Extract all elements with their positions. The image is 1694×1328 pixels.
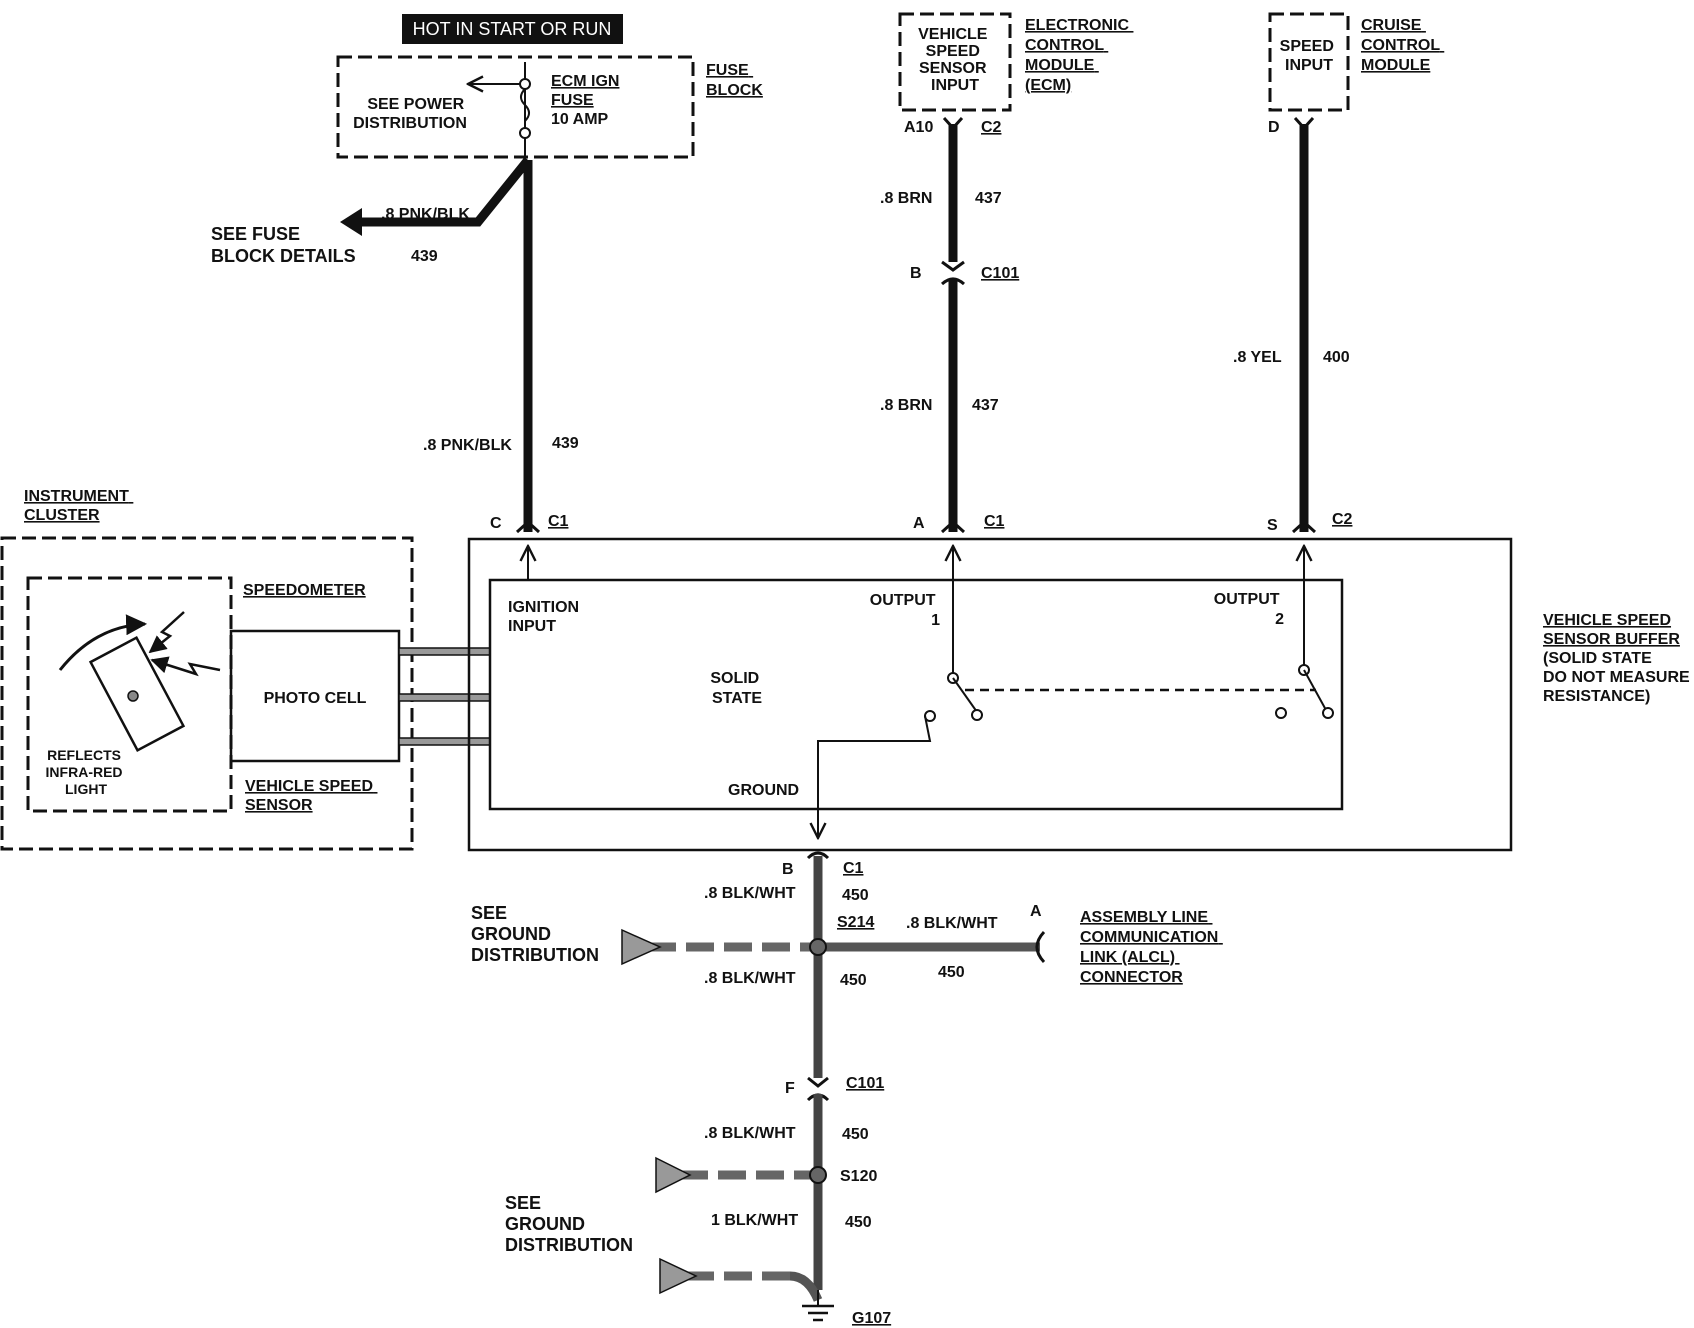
output-1-label: OUTPUT 1	[870, 592, 940, 629]
svg-text:HOT IN START OR RUN: HOT IN START OR RUN	[413, 19, 612, 39]
c1-connector-label-c: C1	[548, 513, 569, 530]
output-switches	[818, 546, 1334, 838]
pnk-blk-branch-wire	[362, 157, 532, 227]
c2-connector-label-s: C2	[1332, 511, 1353, 528]
see-power-distribution-label: SEE POWER DISTRIBUTION	[353, 96, 469, 132]
vss-buffer-title: VEHICLE SPEED SENSOR BUFFER (SOLID STATE…	[1543, 612, 1694, 705]
alcl-wire-color: .8 BLK/WHT	[906, 915, 998, 932]
brn-lower-circuit: 437	[972, 397, 999, 414]
solid-state-label: SOLID STATE	[710, 670, 763, 707]
yel-wire-color: .8 YEL	[1233, 349, 1282, 366]
speedometer-boundary	[26, 576, 233, 813]
c1-connector-label-a: C1	[984, 513, 1005, 530]
s120-label: S120	[840, 1168, 877, 1185]
pin-a-label: A	[913, 515, 925, 532]
c101-lower-label: C101	[846, 1075, 884, 1092]
ground-path	[818, 715, 932, 838]
ground-distribution-arrow-2	[655, 1156, 692, 1194]
speedometer-label: SPEEDOMETER	[243, 582, 366, 599]
pin-c-label: C	[490, 515, 502, 532]
see-fuse-block-details: SEE FUSE BLOCK DETAILS	[211, 224, 356, 266]
see-ground-distribution-2: SEE GROUND DISTRIBUTION	[505, 1193, 633, 1255]
branch-wire-color: .8 PNK/BLK	[381, 206, 470, 223]
ground-c1-label: C1	[843, 860, 864, 877]
w3-circuit: 450	[842, 1126, 869, 1143]
brn-lower-color: .8 BRN	[880, 397, 932, 414]
g107-branch	[789, 1271, 823, 1302]
w1-color: .8 BLK/WHT	[704, 885, 796, 902]
cruise-pin-d: D	[1268, 119, 1280, 136]
hot-in-start-banner: HOT IN START OR RUN	[402, 14, 623, 44]
branch-wire-circuit: 439	[411, 248, 438, 265]
alcl-title: ASSEMBLY LINE COMMUNICATION LINK (ALCL) …	[1080, 909, 1223, 986]
s120-splice	[809, 1166, 827, 1184]
pin-s-label: S	[1267, 517, 1278, 534]
w3-color: .8 BLK/WHT	[704, 1125, 796, 1142]
yel-wire-circuit: 400	[1323, 349, 1350, 366]
alcl-wire-circuit: 450	[938, 964, 965, 981]
vss-buffer-outer-box	[467, 537, 1513, 852]
ignition-input-label: IGNITION INPUT	[508, 599, 584, 635]
w1-circuit: 450	[842, 887, 869, 904]
vss-buffer-inner-box	[488, 578, 1344, 811]
w4-circuit: 450	[845, 1214, 872, 1231]
w2-circuit: 450	[840, 972, 867, 989]
ground-label: GROUND	[728, 782, 799, 799]
fuse-block-title: FUSE BLOCK	[706, 62, 763, 99]
ground-pin-b: B	[782, 861, 794, 878]
cruise-control-title: CRUISE CONTROL MODULE	[1361, 17, 1444, 74]
c101-pin-b: B	[910, 265, 922, 282]
pnk-blk-wire-color: .8 PNK/BLK	[423, 437, 512, 454]
speedometer-needle-assembly	[58, 611, 221, 753]
photo-cell-label: PHOTO CELL	[264, 690, 367, 707]
brn-upper-circuit: 437	[975, 190, 1002, 207]
ecm-speed-input-box: VEHICLE SPEED SENSOR INPUT	[898, 12, 1012, 112]
svg-text:SPEED INPUT: SPEED INPUT	[1280, 38, 1339, 74]
c101-male-terminal	[941, 260, 965, 272]
fuse-element	[520, 88, 530, 122]
fuse-details-arrow	[340, 208, 362, 236]
buffer-c2-s-terminal	[1291, 519, 1317, 534]
buffer-c1-a-terminal	[940, 519, 966, 534]
infra-red-beam-icon	[148, 611, 185, 654]
vehicle-speed-sensor-label: VEHICLE SPEED SENSOR	[245, 778, 377, 814]
see-ground-distribution-1: SEE GROUND DISTRIBUTION	[471, 903, 599, 965]
ground-c1-b-terminal	[806, 851, 830, 860]
ecm-ign-fuse-label: ECM IGN FUSE 10 AMP	[551, 73, 624, 128]
c101-female-terminal	[940, 277, 966, 286]
output-2-label: OUTPUT 2	[1214, 591, 1284, 628]
ground-symbol-icon	[802, 1290, 834, 1322]
reflects-infra-red-label: REFLECTS INFRA-RED LIGHT	[46, 747, 127, 797]
fuse-terminal-bottom	[519, 127, 531, 139]
ecm-connector-c2: C2	[981, 119, 1002, 136]
ground-distribution-arrow-1	[621, 928, 662, 966]
fuse-block: SEE POWER DISTRIBUTION ECM IGN FUSE 10 A…	[336, 55, 695, 159]
c101-connector-label: C101	[981, 265, 1019, 282]
c101-pin-f: F	[785, 1080, 795, 1097]
ground-distribution-arrow-3	[659, 1257, 698, 1295]
s214-label: S214	[837, 914, 874, 931]
svg-text:VEHICLE SPEED SENS: VEHICLE SPEED SENSOR INPUT	[918, 26, 992, 94]
w4-color: 1 BLK/WHT	[711, 1212, 798, 1229]
buffer-c1-c-terminal	[515, 519, 541, 534]
instrument-cluster-title: INSTRUMENT CLUSTER	[24, 488, 133, 524]
c101-lower-male	[807, 1076, 829, 1088]
brn-upper-color: .8 BRN	[880, 190, 932, 207]
pnk-blk-wire-circuit: 439	[552, 435, 579, 452]
ecm-title: ELECTRONIC CONTROL MODULE (ECM)	[1025, 17, 1133, 94]
w2-color: .8 BLK/WHT	[704, 970, 796, 987]
ecm-pin-a10: A10	[904, 119, 933, 136]
cruise-speed-input-box: SPEED INPUT	[1268, 12, 1350, 112]
g107-label: G107	[852, 1310, 891, 1327]
fuse-terminal-top	[519, 78, 531, 90]
alcl-terminal	[1035, 930, 1046, 964]
s214-splice	[809, 938, 827, 956]
infra-red-reflection-icon	[150, 656, 221, 677]
alcl-pin-a: A	[1030, 903, 1042, 920]
